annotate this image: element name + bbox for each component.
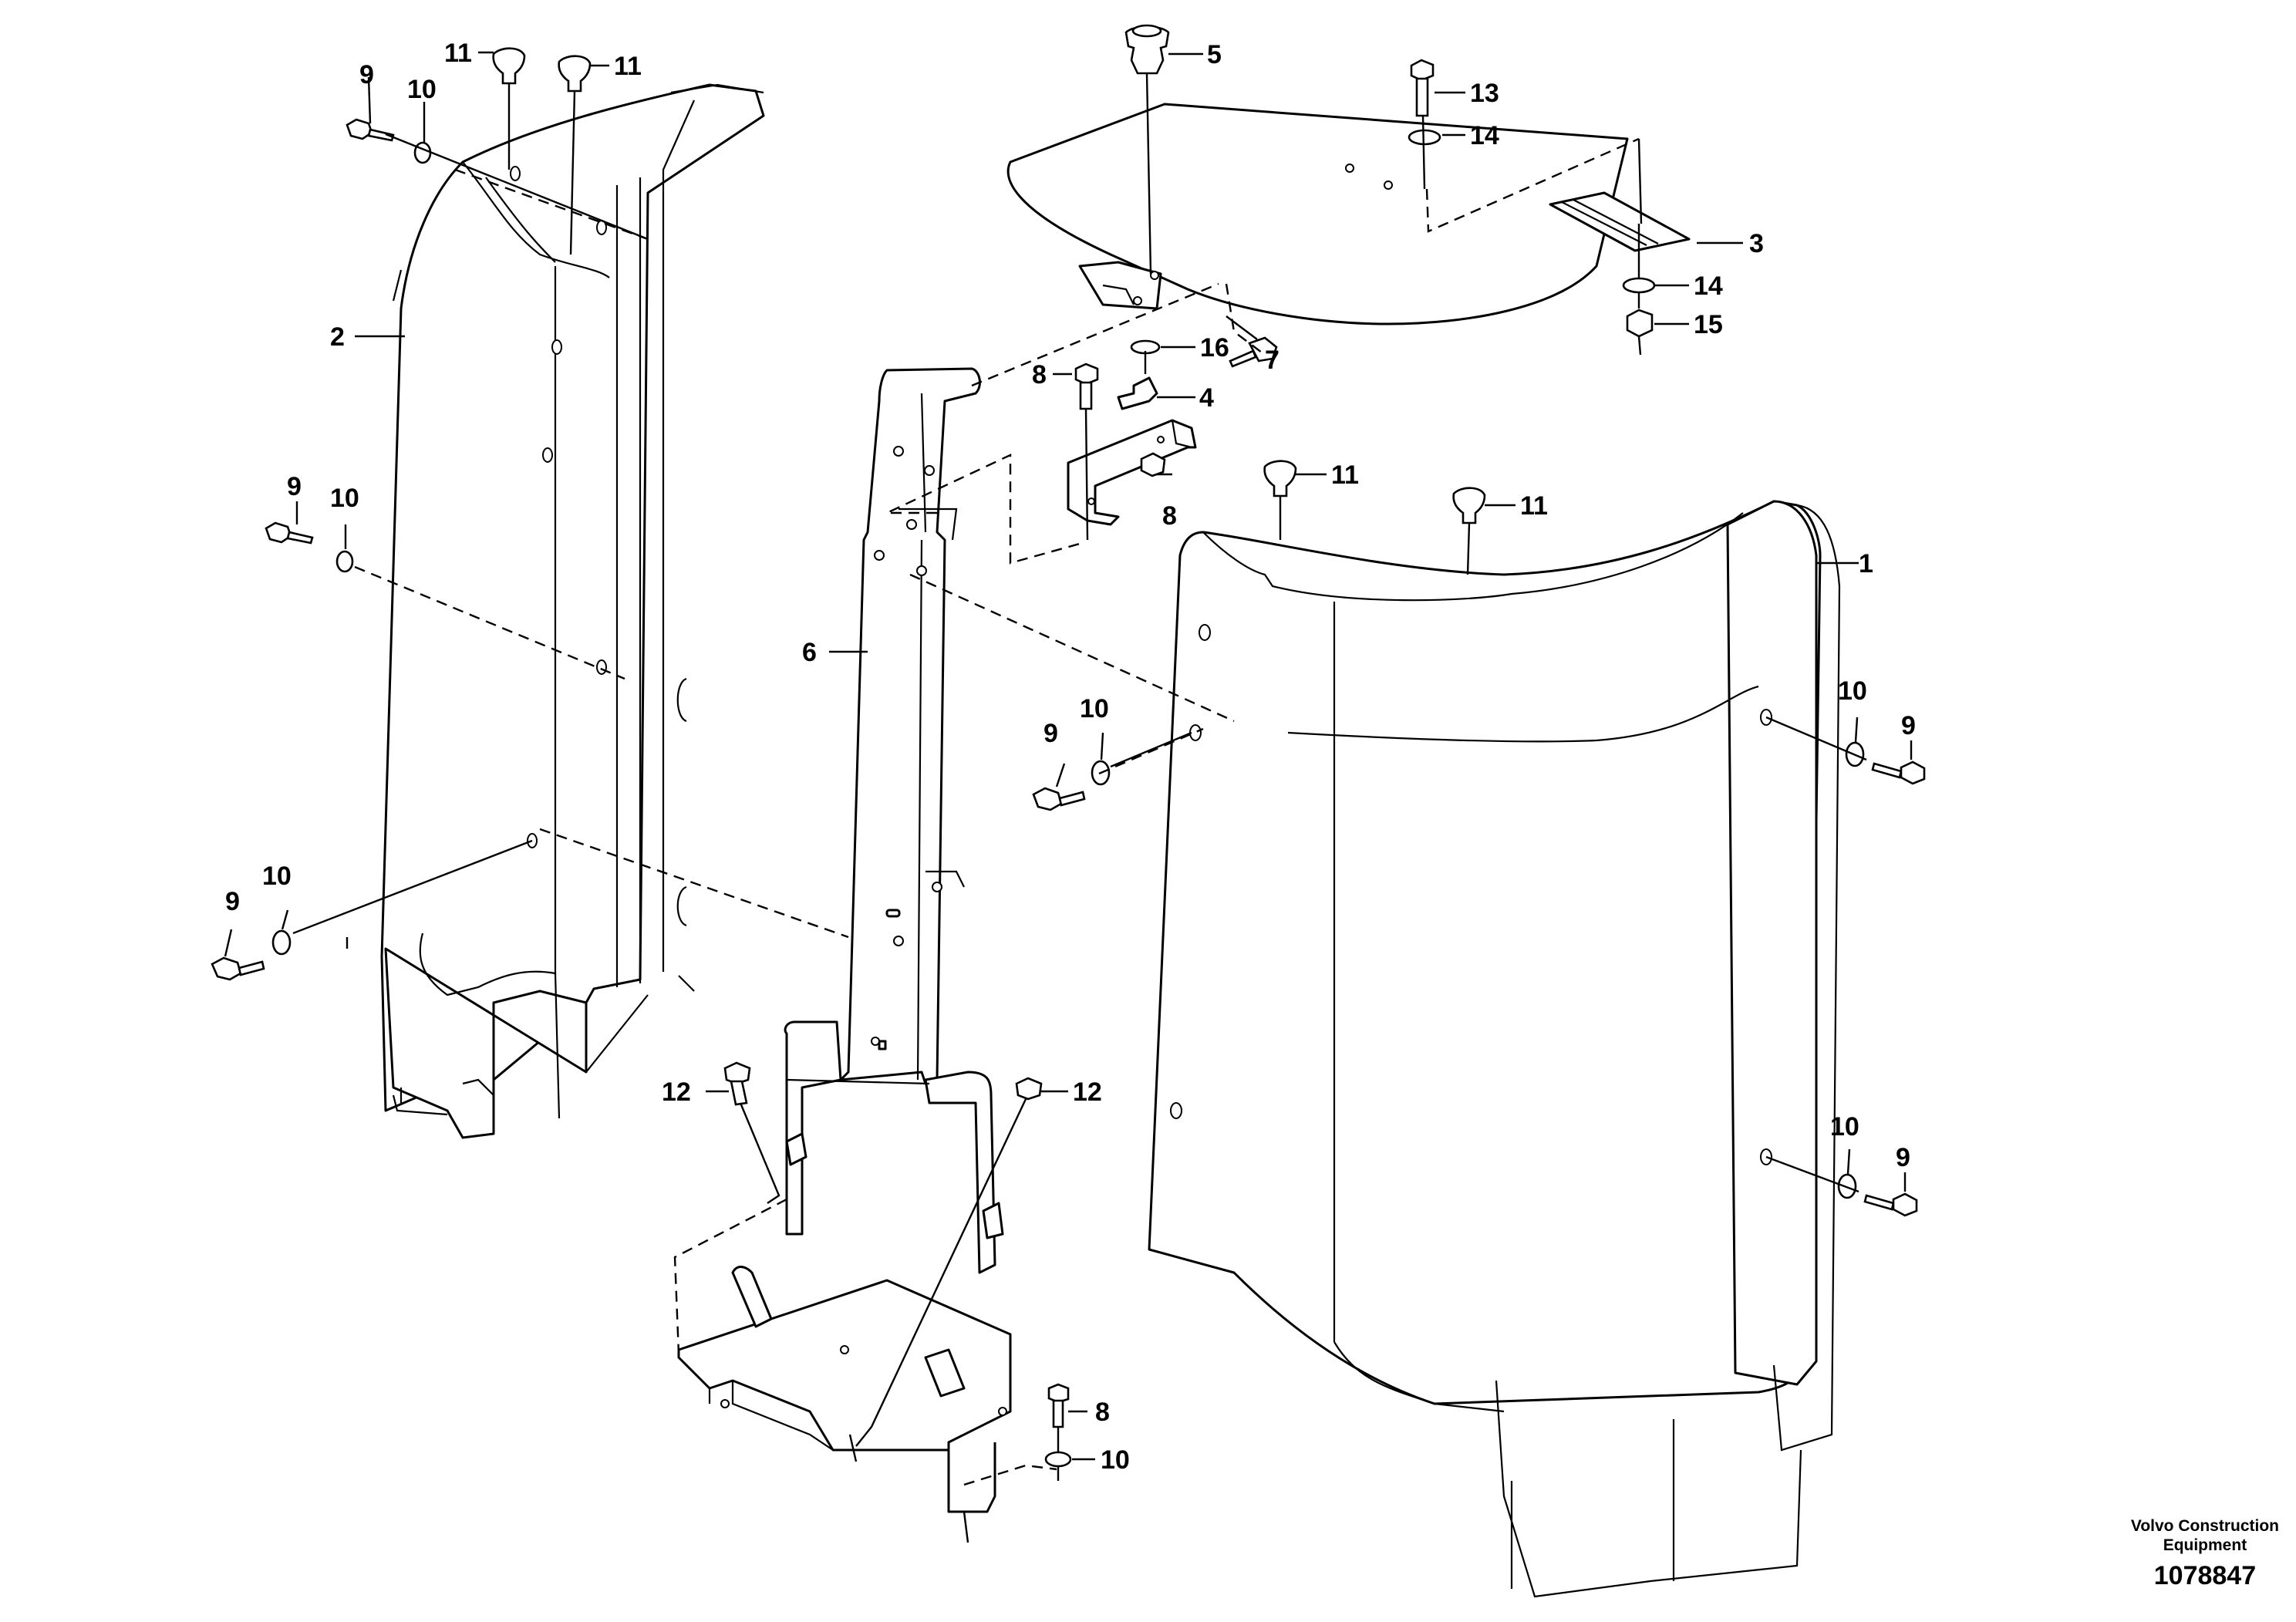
bolt-9-right-lower	[1863, 1192, 1918, 1217]
top-roof-plate	[1006, 103, 1629, 325]
part-4-clip	[1117, 376, 1158, 410]
label-10-low-left: 10	[262, 862, 292, 891]
label-7: 7	[1265, 346, 1279, 375]
leader-lines	[224, 51, 1913, 1543]
label-6: 6	[802, 638, 817, 667]
bolt-8-bracket	[1140, 452, 1166, 477]
label-12-right: 12	[1073, 1077, 1102, 1107]
label-15: 15	[1694, 310, 1723, 339]
label-8-upper: 8	[1032, 360, 1047, 389]
washer-10-bottom	[1044, 1451, 1072, 1468]
bolt-9-center	[1032, 787, 1086, 811]
bolt-8-bottom	[1047, 1383, 1070, 1428]
brand-line-2: Equipment	[2163, 1536, 2247, 1554]
washer-14-bottom	[1622, 277, 1656, 294]
label-9-right-upper: 9	[1901, 711, 1916, 740]
brand-line-1: Volvo Construction	[2130, 1517, 2279, 1535]
label-3: 3	[1749, 229, 1764, 258]
label-9-mid-left: 9	[287, 472, 302, 501]
washer-10-mid-left	[335, 550, 354, 573]
bolt-9-top-left	[346, 118, 395, 142]
part-6-center-pillar	[784, 367, 1004, 1274]
label-8-bottom: 8	[1095, 1398, 1110, 1427]
bolt-7	[1229, 336, 1278, 368]
label-11-a: 11	[444, 39, 472, 68]
label-10-center: 10	[1080, 694, 1109, 723]
label-2: 2	[330, 322, 345, 352]
bolt-9-low-left	[211, 956, 265, 981]
label-14-bottom: 14	[1694, 271, 1723, 301]
plug-11-c	[1263, 460, 1297, 497]
drawing-number: 1078847	[2153, 1561, 2257, 1590]
assembly-dashed-lines	[354, 137, 1640, 1486]
label-9-low-left: 9	[225, 887, 240, 916]
bolt-9-right-upper	[1871, 760, 1926, 785]
label-11-b: 11	[614, 52, 642, 81]
part-1-right-cover	[1148, 500, 1841, 1598]
washer-10-low-left	[271, 929, 292, 956]
lower-mounting-bracket	[677, 1266, 1012, 1513]
label-14-top: 14	[1470, 121, 1499, 150]
label-12-left: 12	[662, 1077, 691, 1107]
bolt-8-upper	[1074, 363, 1099, 410]
nut-15	[1626, 309, 1654, 338]
label-1: 1	[1859, 549, 1873, 578]
label-16: 16	[1200, 333, 1229, 363]
label-11-c: 11	[1331, 460, 1359, 490]
label-10-mid-left: 10	[330, 484, 359, 513]
label-9-right-lower: 9	[1896, 1143, 1910, 1172]
plug-11-b	[558, 55, 592, 93]
label-13: 13	[1470, 79, 1499, 108]
callout-labels: 1 2 3 4 5 6 7 8 8 8 9 9 9 9 9 9 10 10 10…	[225, 39, 1916, 1475]
label-10-top-left: 10	[407, 75, 437, 104]
angle-bracket	[1067, 419, 1197, 526]
label-10-right-upper: 10	[1838, 676, 1867, 706]
label-4: 4	[1199, 383, 1214, 413]
plug-11-d	[1452, 487, 1486, 524]
fasteners	[211, 24, 1926, 1468]
bolt-13	[1410, 59, 1435, 117]
label-10-bottom: 10	[1101, 1445, 1130, 1475]
bolt-12-right	[1015, 1077, 1043, 1101]
bolt-12-left	[723, 1061, 751, 1106]
part-3-strip	[1549, 191, 1691, 252]
plug-11-a	[492, 47, 526, 85]
label-5: 5	[1207, 40, 1222, 69]
washer-10-right-lower	[1837, 1173, 1857, 1199]
washer-10-top-left	[413, 141, 432, 164]
drawing-footer: Volvo Construction Equipment 1078847	[2131, 1516, 2279, 1591]
label-9-center: 9	[1043, 719, 1058, 748]
label-9-top-left: 9	[359, 60, 374, 89]
label-11-d: 11	[1520, 491, 1548, 521]
bolt-9-mid-left	[265, 521, 314, 545]
label-10-right-lower: 10	[1830, 1112, 1859, 1141]
label-8-bracket: 8	[1162, 501, 1177, 531]
part-2-left-side-panel	[380, 83, 765, 1139]
washer-14-top	[1408, 129, 1441, 146]
